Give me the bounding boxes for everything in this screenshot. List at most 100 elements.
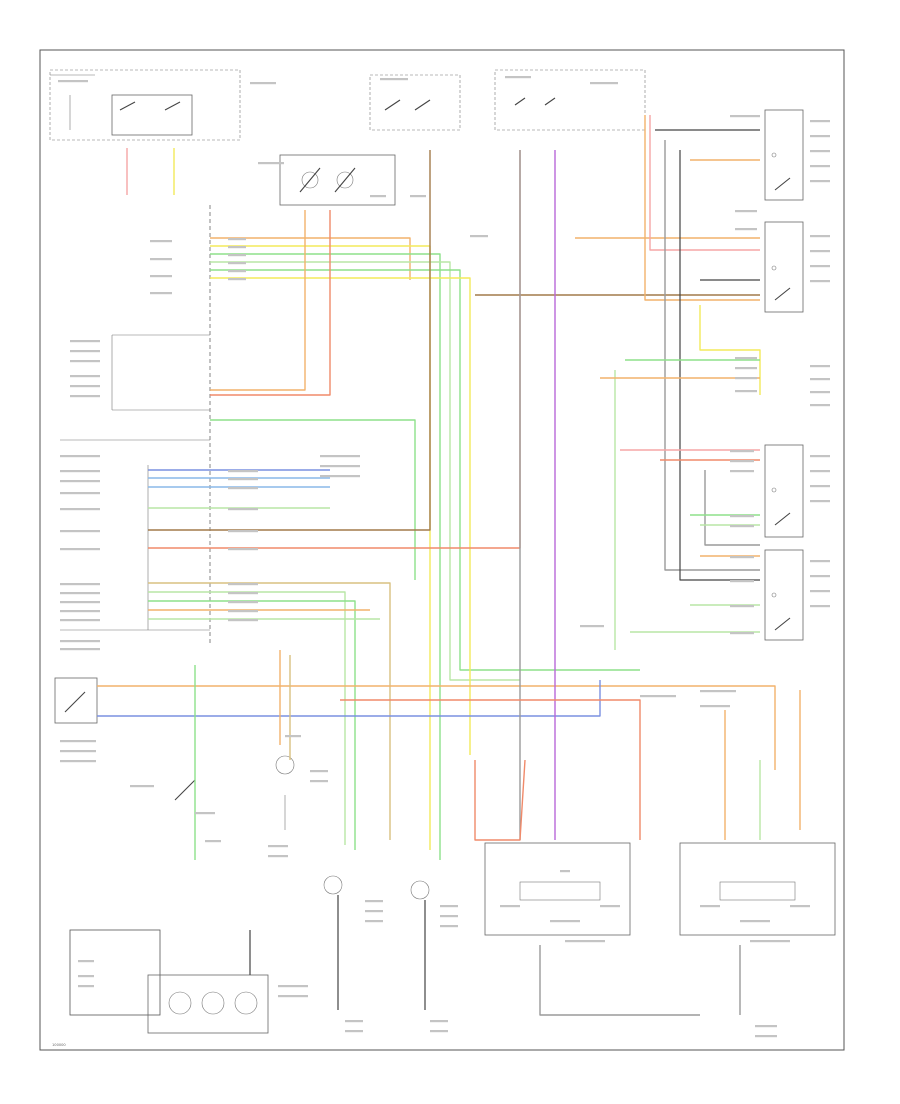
label-mark: [205, 840, 221, 843]
wire-orange: [210, 210, 306, 391]
label-mark: [810, 365, 830, 368]
label-mark: [228, 592, 258, 595]
wire-red: [148, 150, 521, 549]
label-mark: [150, 275, 172, 278]
power-mirror-modules: [484, 842, 836, 936]
label-mark: [735, 377, 757, 380]
label-mark: [700, 905, 720, 908]
label-mark: [730, 605, 754, 608]
label-mark: [730, 515, 754, 518]
label-mark: [78, 985, 94, 988]
label-mark: [380, 78, 408, 81]
label-mark: [228, 619, 258, 622]
wire-red: [340, 699, 641, 840]
label-mark: [810, 470, 830, 473]
label-mark: [228, 487, 258, 490]
label-mark: [78, 975, 94, 978]
label-mark: [70, 360, 100, 363]
label-mark: [810, 165, 830, 168]
label-mark: [310, 780, 328, 783]
label-mark: [810, 500, 830, 503]
label-mark: [60, 592, 100, 595]
label-mark: [228, 530, 258, 533]
wire-gray: [539, 945, 700, 1016]
wire-gray: [664, 140, 760, 571]
label-mark: [640, 695, 676, 698]
label-mark: [430, 1030, 448, 1033]
label-mark: [345, 1020, 363, 1023]
label-mark: [730, 525, 754, 528]
label-mark: [60, 640, 100, 643]
body-control-module: [60, 205, 211, 645]
wire-yellow: [699, 305, 761, 395]
figure-number: 100000: [52, 1043, 66, 1047]
label-mark: [755, 1025, 777, 1028]
label-mark: [600, 905, 620, 908]
label-mark: [565, 940, 605, 943]
hot-at-all-times-fuse-box: [49, 69, 241, 141]
label-mark: [735, 210, 757, 213]
label-mark: [810, 180, 830, 183]
label-mark: [365, 910, 383, 913]
label-mark: [440, 905, 458, 908]
label-mark: [430, 1020, 448, 1023]
label-mark: [755, 1035, 777, 1038]
label-mark: [810, 120, 830, 123]
label-mark: [320, 475, 360, 478]
label-mark: [60, 508, 100, 511]
label-mark: [810, 455, 830, 458]
label-mark: [735, 357, 757, 360]
label-mark: [810, 404, 830, 407]
diagram-frame: [39, 49, 845, 1051]
label-mark: [60, 619, 100, 622]
label-mark: [60, 601, 100, 604]
label-mark: [810, 135, 830, 138]
label-mark: [228, 478, 258, 481]
label-mark: [278, 985, 308, 988]
label-mark: [228, 278, 246, 281]
label-mark: [470, 235, 488, 238]
label-mark: [730, 556, 754, 559]
label-mark: [60, 583, 100, 586]
label-mark: [560, 870, 570, 873]
label-mark: [735, 228, 757, 231]
wire-orange: [644, 115, 760, 301]
label-mark: [70, 375, 100, 378]
label-mark: [550, 920, 580, 923]
label-mark: [60, 740, 96, 743]
label-mark: [810, 560, 830, 563]
label-mark: [700, 690, 736, 693]
label-mark: [228, 610, 258, 613]
headlamp-relay-box: [279, 154, 396, 206]
wire-orange: [210, 237, 411, 280]
hot-in-start-box: [369, 74, 461, 131]
label-mark: [228, 508, 258, 511]
wire-red: [474, 759, 526, 841]
label-mark: [580, 625, 604, 628]
label-mark: [285, 735, 301, 738]
label-mark: [60, 480, 100, 483]
label-mark: [810, 150, 830, 153]
label-mark: [60, 470, 100, 473]
label-mark: [440, 925, 458, 928]
label-mark: [810, 485, 830, 488]
label-mark: [228, 238, 246, 241]
wire-lightgreen: [148, 591, 346, 845]
label-mark: [320, 465, 360, 468]
label-mark: [365, 900, 383, 903]
label-mark: [320, 455, 360, 458]
wire-orange: [97, 685, 776, 770]
label-mark: [70, 350, 100, 353]
label-mark: [700, 705, 730, 708]
label-mark: [790, 905, 810, 908]
label-mark: [60, 530, 100, 533]
label-mark: [60, 750, 96, 753]
wire-yellow: [210, 277, 471, 755]
label-mark: [735, 390, 757, 393]
label-mark: [70, 395, 100, 398]
label-mark: [150, 240, 172, 243]
label-mark: [345, 1030, 363, 1033]
wire-tan: [148, 582, 391, 840]
wire-brown: [148, 150, 431, 531]
